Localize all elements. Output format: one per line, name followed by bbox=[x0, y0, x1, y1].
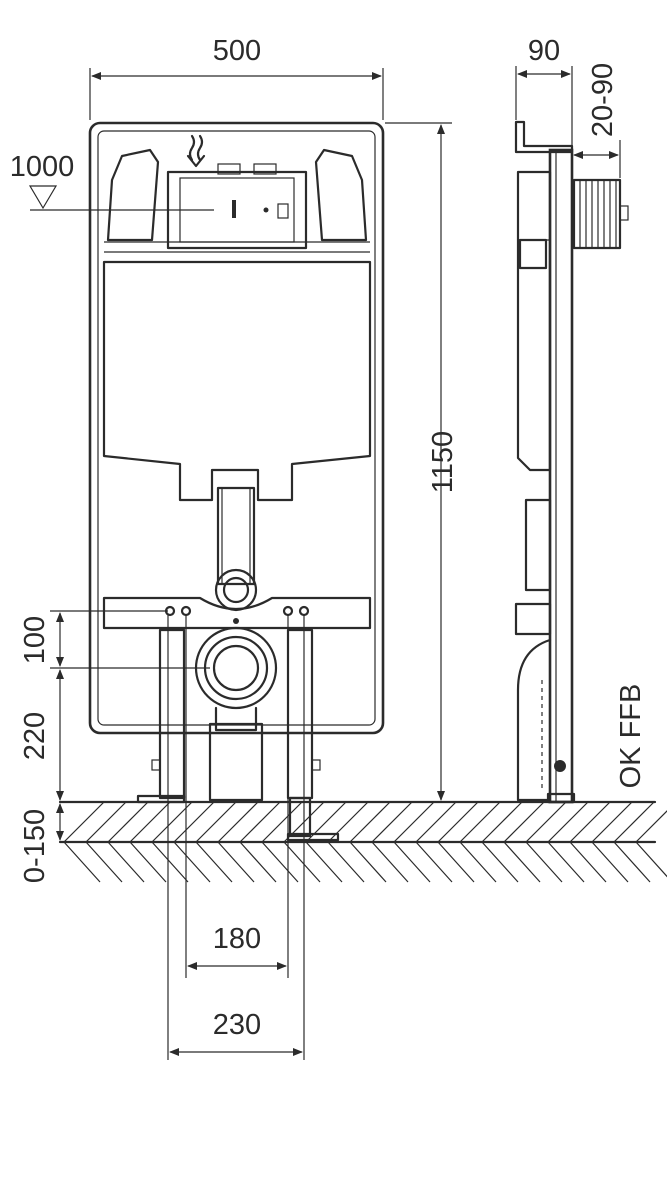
hatch-line bbox=[635, 841, 667, 878]
hatch-line bbox=[613, 801, 655, 843]
floor-reference-label: OK FFB bbox=[615, 684, 647, 789]
hatch-line bbox=[547, 801, 589, 843]
hatch-line bbox=[85, 841, 123, 883]
hatch-line bbox=[195, 841, 233, 883]
hatch-line bbox=[85, 801, 127, 843]
hatch-line bbox=[283, 841, 321, 883]
hatch-line bbox=[525, 801, 567, 843]
dim-height: 1150 bbox=[427, 431, 459, 493]
dim-depth: 90 bbox=[528, 35, 560, 67]
hatch-line bbox=[261, 841, 299, 883]
hatch-line bbox=[459, 801, 501, 843]
floor-hatch bbox=[58, 800, 667, 883]
hatch-line bbox=[107, 801, 149, 843]
hatch-line bbox=[239, 841, 277, 883]
side-frame-post bbox=[548, 148, 574, 804]
hatch-line bbox=[459, 841, 497, 883]
hatch-line bbox=[151, 801, 193, 843]
hatch-line bbox=[129, 801, 171, 843]
hatch-line bbox=[129, 841, 167, 883]
left-bracket bbox=[106, 148, 160, 242]
hatch-line bbox=[63, 841, 101, 883]
water-inlet-icon bbox=[188, 134, 196, 162]
hatch-line bbox=[371, 841, 409, 883]
hatch-line bbox=[481, 801, 523, 843]
hatch-line bbox=[151, 841, 189, 883]
hatch-line bbox=[415, 841, 453, 883]
hatch-line bbox=[591, 801, 633, 843]
hatch-line bbox=[635, 810, 667, 843]
dim-inner-spacing: 180 bbox=[213, 923, 261, 955]
dimension-lines bbox=[28, 66, 621, 1060]
right-bracket bbox=[314, 148, 368, 242]
hatch-line bbox=[173, 841, 211, 883]
hatch-line bbox=[239, 801, 281, 843]
wc-crossbar bbox=[102, 596, 372, 630]
hatch-line bbox=[371, 801, 413, 843]
hatch-line bbox=[349, 841, 387, 883]
hatch-line bbox=[415, 801, 457, 843]
dim-actuator-height: 1000 bbox=[10, 151, 75, 183]
hatch-line bbox=[569, 801, 611, 843]
hatch-line bbox=[107, 841, 145, 883]
dim-width: 500 bbox=[213, 35, 261, 67]
hatch-line bbox=[63, 801, 105, 843]
hatch-line bbox=[173, 801, 215, 843]
hatch-line bbox=[437, 841, 475, 883]
hatch-line bbox=[305, 841, 343, 883]
side-view bbox=[514, 120, 629, 804]
hatch-line bbox=[393, 841, 431, 883]
side-cistern bbox=[516, 170, 552, 472]
hatch-line bbox=[305, 801, 347, 843]
hatch-line bbox=[547, 841, 585, 883]
hatch-line bbox=[349, 801, 391, 843]
hatch-line bbox=[217, 801, 259, 843]
hatch-line bbox=[525, 841, 563, 883]
hatch-line bbox=[481, 841, 519, 883]
hatch-line bbox=[569, 841, 607, 883]
dim-wall-adjust: 20-90 bbox=[587, 63, 619, 137]
hatch-line bbox=[261, 801, 303, 843]
hatch-line bbox=[393, 801, 435, 843]
hatch-line bbox=[503, 801, 545, 843]
flush-pipe bbox=[216, 486, 256, 586]
hatch-line bbox=[437, 801, 479, 843]
hatch-line bbox=[327, 841, 365, 883]
hatch-line bbox=[327, 801, 369, 843]
hatch-line bbox=[503, 841, 541, 883]
hatch-line bbox=[195, 801, 237, 843]
front-view bbox=[88, 121, 385, 842]
hatch-line bbox=[591, 841, 629, 883]
dim-drain-height: 220 bbox=[19, 712, 51, 760]
wall-ribbed-block bbox=[572, 178, 629, 250]
frame-outline bbox=[88, 121, 385, 735]
dim-upper-spacing: 100 bbox=[19, 616, 51, 664]
dim-outer-spacing: 230 bbox=[213, 1009, 261, 1041]
left-leg bbox=[158, 628, 186, 800]
hatch-line bbox=[217, 841, 255, 883]
hatch-line bbox=[613, 841, 651, 883]
dim-floor-adjust: 0-150 bbox=[19, 809, 51, 883]
cistern-body bbox=[102, 260, 372, 502]
